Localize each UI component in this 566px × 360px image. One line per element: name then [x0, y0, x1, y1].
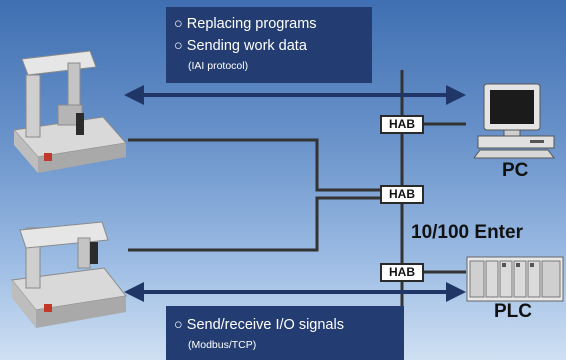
- io-signals-text: ○ Send/receive I/O signals: [174, 317, 344, 333]
- top-info-box: ○ Replacing programs ○ Sending work data…: [166, 7, 372, 83]
- bottom-info-box: ○ Send/receive I/O signals (Modbus/TCP): [166, 306, 404, 360]
- sending-work-data-text: ○ Sending work data: [174, 38, 307, 54]
- robot-1: [13, 50, 127, 173]
- plc-icon: [466, 256, 564, 302]
- pc-icon: [474, 83, 555, 159]
- pc-label: PC: [502, 160, 529, 181]
- hub-pc: HAB: [380, 115, 424, 134]
- iai-protocol-text: (IAI protocol): [188, 60, 249, 72]
- modbus-tcp-text: (Modbus/TCP): [188, 339, 257, 351]
- hub-robots: HAB: [380, 185, 424, 204]
- plc-label: PLC: [494, 301, 532, 322]
- robot-2: [11, 221, 127, 328]
- robot1-cable: [128, 138, 380, 192]
- hub-plc: HAB: [380, 263, 424, 282]
- robot2-cable: [128, 196, 380, 252]
- replacing-programs-text: ○ Replacing programs: [174, 16, 317, 32]
- network-label: 10/100 Enter: [411, 222, 523, 243]
